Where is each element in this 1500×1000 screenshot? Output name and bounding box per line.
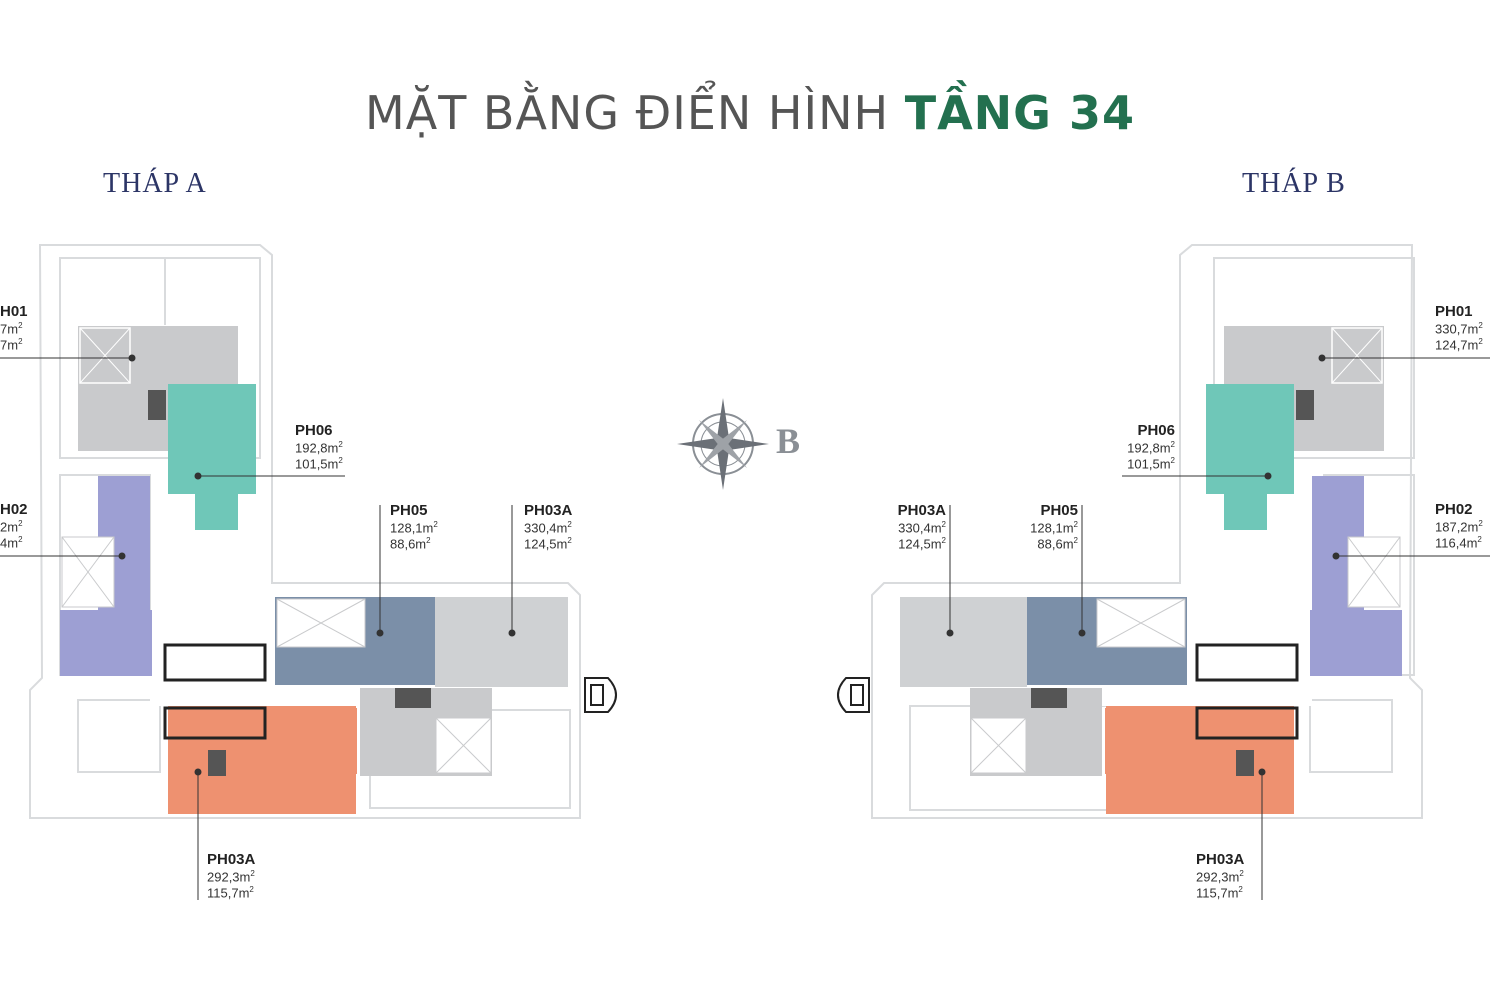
tower-a-ph06-unit: [168, 384, 256, 494]
tower-a-ph05-label: PH05 128,1m2 88,6m2: [390, 502, 438, 552]
tower-b-ph01-label: PH01 330,7m2 124,7m2: [1435, 303, 1483, 353]
title-accent: TẦNG 34: [904, 86, 1135, 140]
tower-b-label: THÁP B: [1242, 168, 1346, 199]
tower-b-ph03a-left-label: PH03A 330,4m2 124,5m2: [897, 502, 946, 552]
tower-b-ph05-label: PH05 128,1m2 88,6m2: [1030, 502, 1078, 552]
tower-a-ph03a-right-label: PH03A 330,4m2 124,5m2: [524, 502, 573, 552]
tower-b-entrance: [837, 677, 870, 713]
tower-b-ph06-label: PH06 192,8m2 101,5m2: [1127, 422, 1175, 472]
tower-a-label: THÁP A: [103, 168, 207, 199]
tower-b-ph02-label: PH02 187,2m2 116,4m2: [1435, 501, 1483, 551]
compass-letter: B: [776, 421, 801, 461]
tower-b-ph06-unit: [1206, 384, 1294, 494]
tower-a-ph02-label: H02 2m2 4m2: [0, 501, 28, 551]
title-prefix: MẶT BẰNG ĐIỂN HÌNH: [365, 86, 890, 140]
tower-a-ph03a-bottom-label: PH03A 292,3m2 115,7m2: [207, 851, 256, 901]
tower-b-ph03a-bottom-label: PH03A 292,3m2 115,7m2: [1196, 851, 1245, 901]
tower-b-ph03a-left-unit: [900, 597, 1027, 687]
tower-a-ph01-label: H01 7m2 7m2: [0, 303, 28, 353]
tower-a-ph06-label: PH06 192,8m2 101,5m2: [295, 422, 343, 472]
page-title: MẶT BẰNG ĐIỂN HÌNH TẦNG 34: [0, 86, 1500, 140]
tower-a-ph03a-right-unit: [435, 597, 568, 687]
tower-a-entrance: [584, 677, 617, 713]
compass-rose-icon: [677, 398, 769, 490]
